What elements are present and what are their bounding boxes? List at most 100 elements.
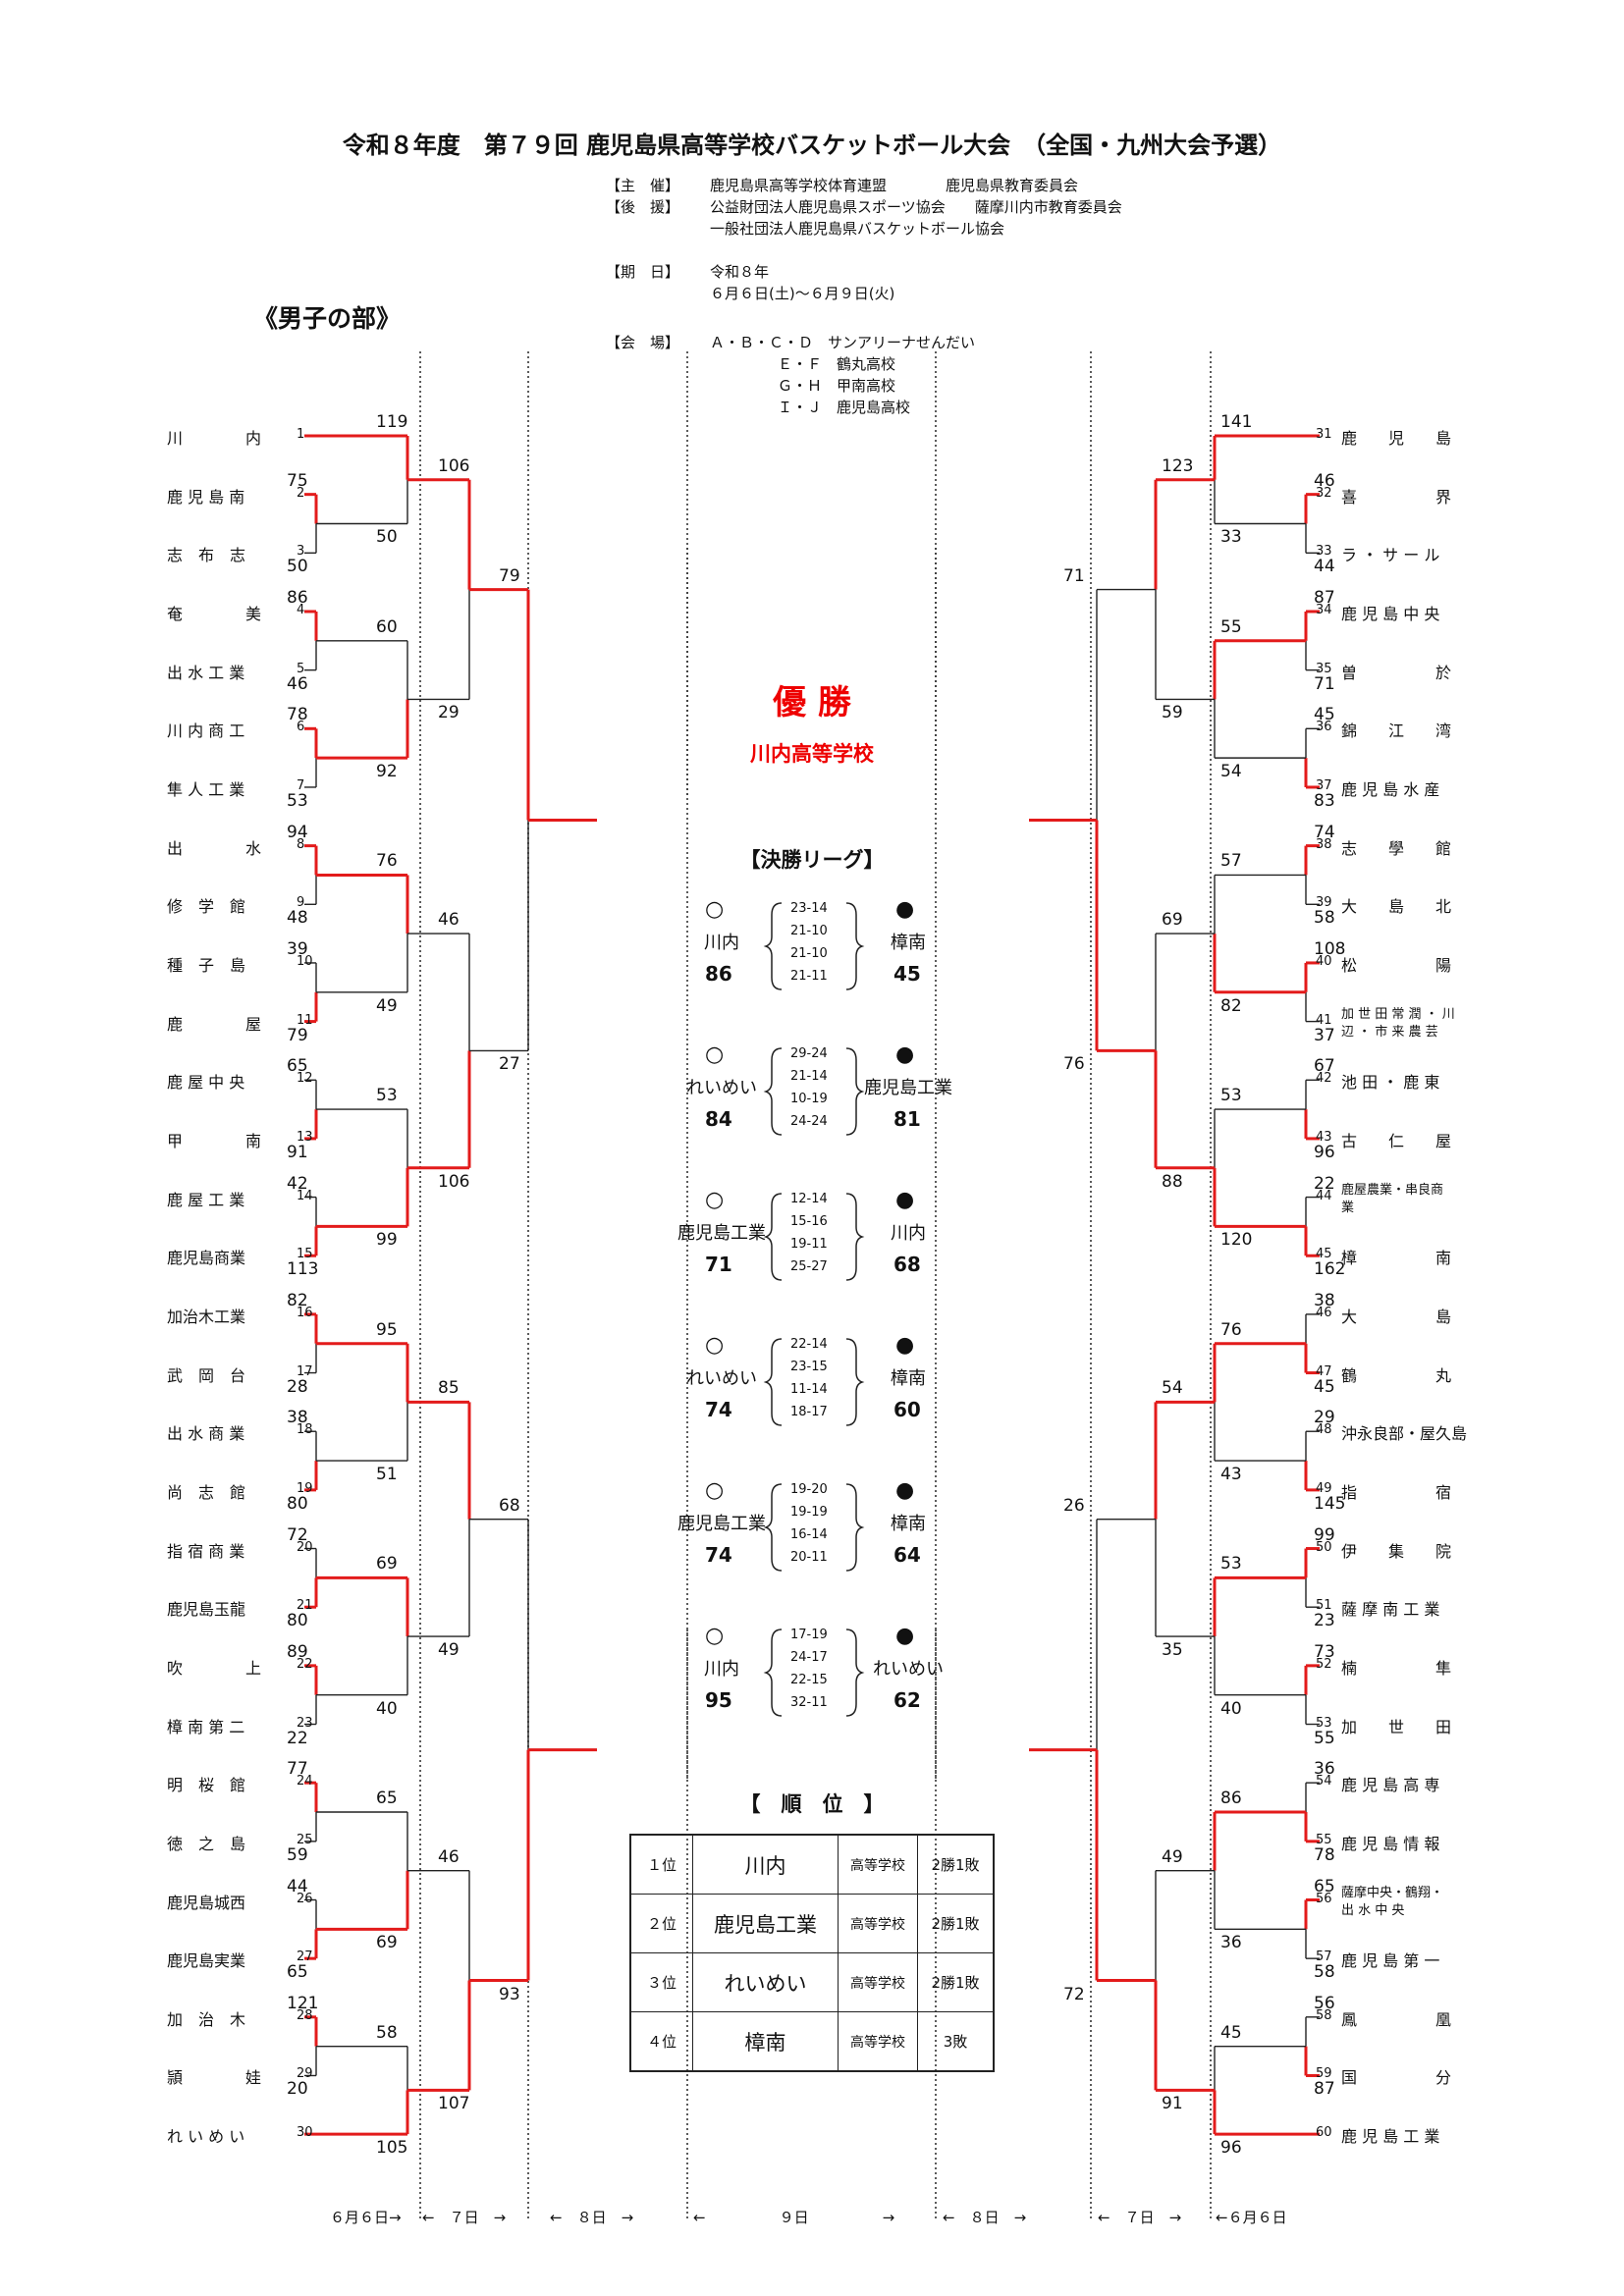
league-winner-points: 84 xyxy=(705,1107,732,1131)
rank-team-cell: 樟南 xyxy=(692,2011,839,2072)
right-brace xyxy=(845,1338,865,1426)
rank-cell: １位 xyxy=(629,1834,693,1895)
team-number: 52 xyxy=(1316,1656,1332,1672)
team-number: 13 xyxy=(297,1129,313,1145)
score-label: 80 xyxy=(287,1493,308,1514)
score-label: 59 xyxy=(1162,703,1183,723)
team-number: 1 xyxy=(297,427,305,442)
score-label: 93 xyxy=(499,1984,520,2004)
score-label: 162 xyxy=(1314,1259,1346,1280)
score-label: 56 xyxy=(1314,1993,1335,2013)
team-number: 49 xyxy=(1316,1480,1332,1496)
score-label: 85 xyxy=(438,1378,460,1399)
set-score: 18-17 xyxy=(790,1405,828,1419)
league-winner-points: 74 xyxy=(705,1398,732,1421)
team-name: 鹿児島城西 xyxy=(167,1893,246,1912)
team-name: 指 宿 xyxy=(1341,1482,1452,1502)
score-label: 94 xyxy=(287,822,308,842)
team-name: 隼 人 工 業 xyxy=(167,779,245,799)
team-number: 60 xyxy=(1316,2125,1332,2141)
team-number: 45 xyxy=(1316,1247,1332,1262)
set-score: 19-11 xyxy=(790,1237,828,1252)
team-name: 出 水 商 業 xyxy=(167,1424,245,1444)
team-name: 修 学 館 xyxy=(167,897,246,917)
info-label: 【期 日】 xyxy=(606,263,680,281)
score-label: 72 xyxy=(287,1524,308,1545)
set-score: 22-15 xyxy=(790,1673,828,1687)
league-winner-points: 95 xyxy=(705,1688,732,1712)
score-label: 86 xyxy=(287,587,308,608)
score-label: 29 xyxy=(438,703,460,723)
score-label: 43 xyxy=(1220,1465,1242,1485)
set-score: 21-14 xyxy=(790,1069,828,1084)
team-name: 曽 於 xyxy=(1341,663,1452,682)
lose-mark: ● xyxy=(895,1188,915,1212)
team-name: 鹿 児 島 工 業 xyxy=(1341,2127,1440,2147)
team-number: 57 xyxy=(1316,1949,1332,1965)
rank-team-cell: れいめい xyxy=(692,1952,839,2012)
team-name: 頴 娃 xyxy=(167,2068,262,2088)
team-number: 29 xyxy=(297,2066,313,2082)
date-label: ← ７日 → xyxy=(422,2209,507,2226)
team-number: 11 xyxy=(297,1012,313,1028)
score-label: 86 xyxy=(1220,1789,1242,1808)
league-winner: れいめい xyxy=(686,1078,757,1098)
score-label: 87 xyxy=(1314,587,1335,608)
league-winner: 鹿児島工業 xyxy=(677,1514,766,1534)
score-label: 65 xyxy=(376,1789,398,1808)
team-name: 奄 美 xyxy=(167,604,262,623)
score-label: 46 xyxy=(287,673,308,694)
info-line: Ｇ・Ｈ 甲南高校 xyxy=(778,377,896,395)
champion-title: 優 勝 xyxy=(773,683,851,722)
team-number: 19 xyxy=(297,1480,313,1496)
team-number: 31 xyxy=(1316,427,1332,442)
team-number: 51 xyxy=(1316,1598,1332,1614)
team-number: 32 xyxy=(1316,485,1332,501)
set-score: 20-11 xyxy=(790,1550,828,1565)
score-label: 87 xyxy=(1314,2079,1335,2100)
score-label: 44 xyxy=(287,1876,308,1896)
score-label: 42 xyxy=(287,1173,308,1194)
score-label: 36 xyxy=(1314,1759,1335,1780)
set-score: 17-19 xyxy=(790,1628,828,1642)
score-label: 50 xyxy=(287,557,308,577)
team-name: 鹿 児 島 情 報 xyxy=(1341,1834,1440,1853)
team-name: 川 内 xyxy=(167,429,262,448)
score-label: 79 xyxy=(287,1025,308,1045)
team-number: 41 xyxy=(1316,1012,1332,1028)
score-label: 113 xyxy=(287,1259,319,1280)
lose-mark: ● xyxy=(895,1333,915,1358)
lose-mark: ● xyxy=(895,1624,915,1648)
score-label: 91 xyxy=(287,1142,308,1162)
score-label: 75 xyxy=(287,470,308,491)
team-number: 54 xyxy=(1316,1774,1332,1789)
score-label: 76 xyxy=(1220,1319,1242,1340)
info-line: Ｅ・Ｆ 鶴丸高校 xyxy=(778,355,896,373)
rank-type-cell: 高等学校 xyxy=(838,2011,918,2072)
score-label: 99 xyxy=(376,1230,398,1251)
score-label: 76 xyxy=(1063,1054,1085,1075)
team-number: 15 xyxy=(297,1247,313,1262)
team-name: 武 岡 台 xyxy=(167,1365,246,1385)
rank-cell: ２位 xyxy=(629,1894,693,1953)
rank-record-cell: 2勝1敗 xyxy=(917,1894,995,1953)
lose-mark: ● xyxy=(895,1042,915,1067)
score-label: 51 xyxy=(376,1465,398,1485)
team-number: 25 xyxy=(297,1832,313,1847)
team-name: 鹿 屋 中 央 xyxy=(167,1073,245,1093)
team-number: 58 xyxy=(1316,2007,1332,2023)
score-label: 78 xyxy=(287,705,308,725)
score-label: 54 xyxy=(1162,1378,1183,1399)
left-brace xyxy=(763,1338,783,1426)
team-number: 7 xyxy=(297,777,305,793)
team-name: 楠 隼 xyxy=(1341,1658,1452,1678)
team-number: 53 xyxy=(1316,1715,1332,1731)
info-label: 【主 催】 xyxy=(606,177,680,194)
score-label: 92 xyxy=(376,762,398,782)
team-name: 鹿児島玉龍 xyxy=(167,1600,246,1620)
score-label: 53 xyxy=(376,1086,398,1106)
set-score: 24-24 xyxy=(790,1114,828,1129)
score-label: 53 xyxy=(1220,1554,1242,1575)
